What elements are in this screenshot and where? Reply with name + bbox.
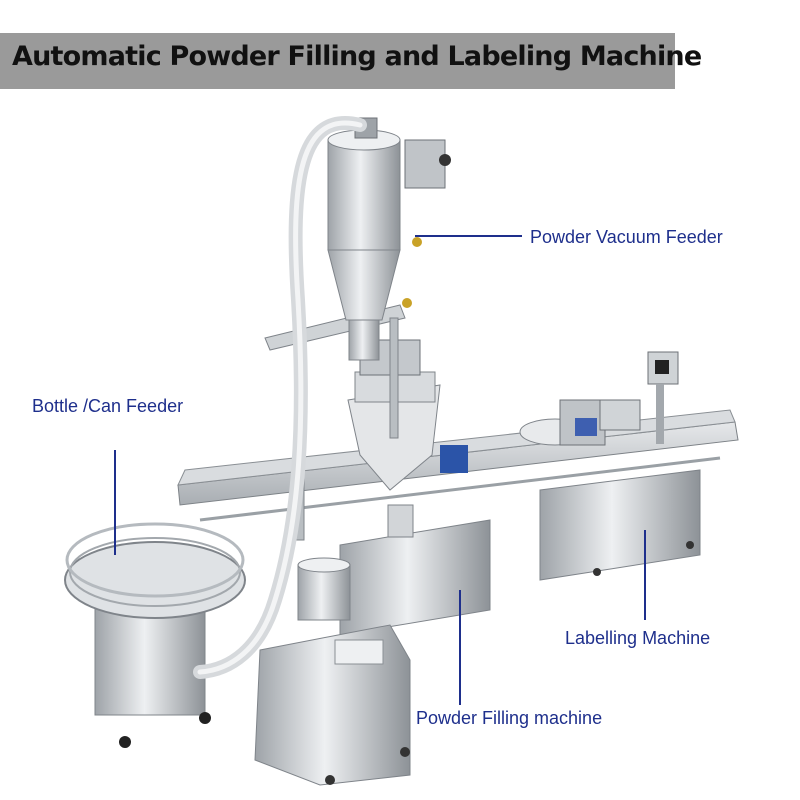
callout-filling-machine: Powder Filling machine — [416, 708, 603, 728]
title-banner: Automatic Powder Filling and Labeling Ma… — [0, 33, 702, 89]
image-title: Automatic Powder Filling and Labeling Ma… — [12, 41, 702, 72]
turntable-feeder — [64, 522, 246, 748]
vacuum-pump-cabinet — [254, 557, 411, 786]
callout-bottle-feeder: Bottle /Can Feeder — [32, 396, 184, 416]
vacuum-hose — [193, 116, 367, 679]
vacuum-feeder-unit — [327, 117, 451, 361]
labelling-machine-unit — [519, 351, 701, 581]
callout-labelling-machine: Labelling Machine — [565, 628, 711, 648]
callout-vacuum-feeder: Powder Vacuum Feeder — [530, 227, 723, 247]
callout-lines — [114, 235, 646, 705]
